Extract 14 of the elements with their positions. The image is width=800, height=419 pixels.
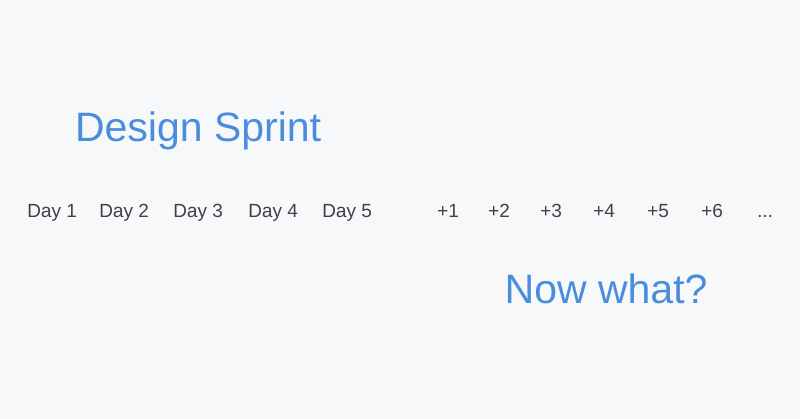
ellipsis: ... — [758, 214, 772, 217]
day-label: Day 1 — [28, 204, 76, 221]
day-label: Day 4 — [250, 204, 298, 221]
day-label: Day 3 — [174, 204, 222, 221]
day-offset-label: +4 — [594, 204, 614, 217]
day-offset-label: +1 — [438, 204, 458, 217]
day-label: Day 2 — [100, 204, 148, 221]
day-offset-label: +3 — [541, 204, 561, 218]
day-offset-label: +5 — [648, 204, 668, 218]
heading: Now what? — [508, 273, 706, 304]
heading: Design Sprint — [78, 111, 321, 150]
day-label: Day 5 — [324, 204, 371, 221]
day-offset-label: +6 — [702, 204, 722, 218]
day-offset-label: +2 — [489, 204, 509, 217]
